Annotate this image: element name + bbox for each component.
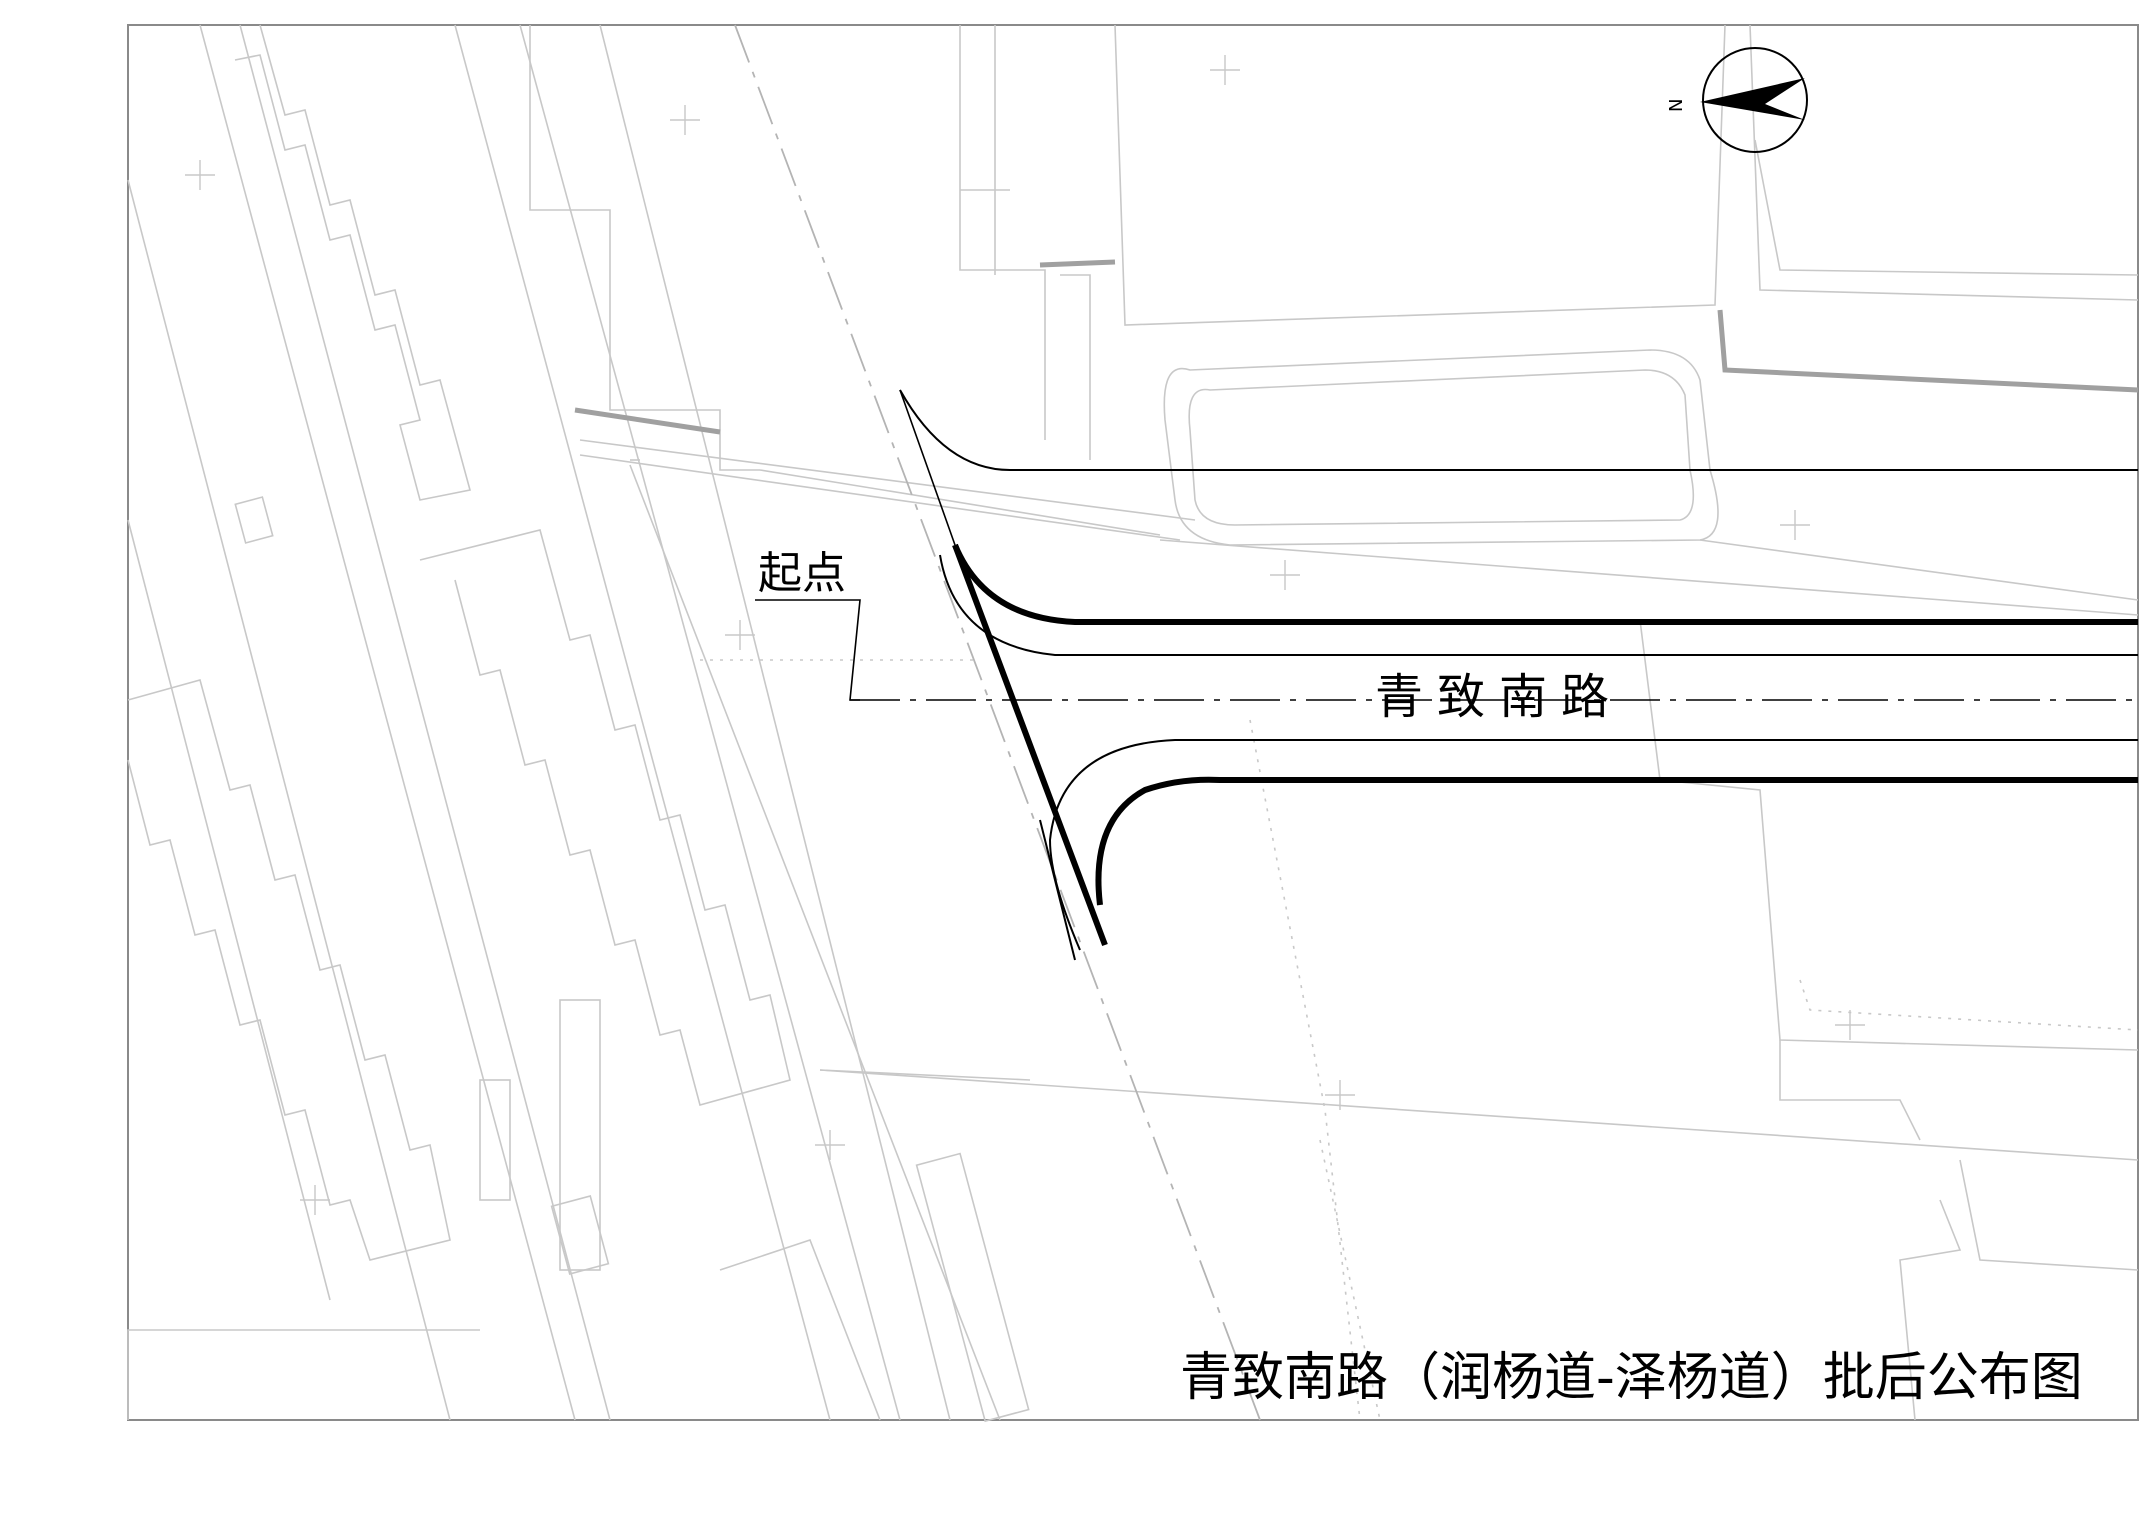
dotted-context-layer bbox=[700, 659, 2139, 1421]
thick-stubs bbox=[574, 259, 2139, 435]
start-point-marker bbox=[755, 599, 861, 701]
road-name-label: 青致南路 bbox=[1375, 669, 1623, 725]
grey-centerline bbox=[734, 24, 1261, 1421]
north-arrow: N bbox=[1666, 47, 1808, 153]
road-qingzhi-south bbox=[850, 389, 2138, 961]
map-title: 青致南路（润杨道-泽杨道）批后公布图 bbox=[1180, 1348, 2083, 1408]
north-label: N bbox=[1666, 99, 1687, 112]
drawing-frame bbox=[127, 24, 2139, 1421]
start-point-label: 起点 bbox=[758, 548, 846, 599]
compass-circle-icon bbox=[1702, 47, 1808, 153]
context-layer bbox=[127, 24, 2139, 1423]
grid-crosses bbox=[185, 55, 1865, 1215]
north-arrow-icon bbox=[1700, 78, 1805, 120]
